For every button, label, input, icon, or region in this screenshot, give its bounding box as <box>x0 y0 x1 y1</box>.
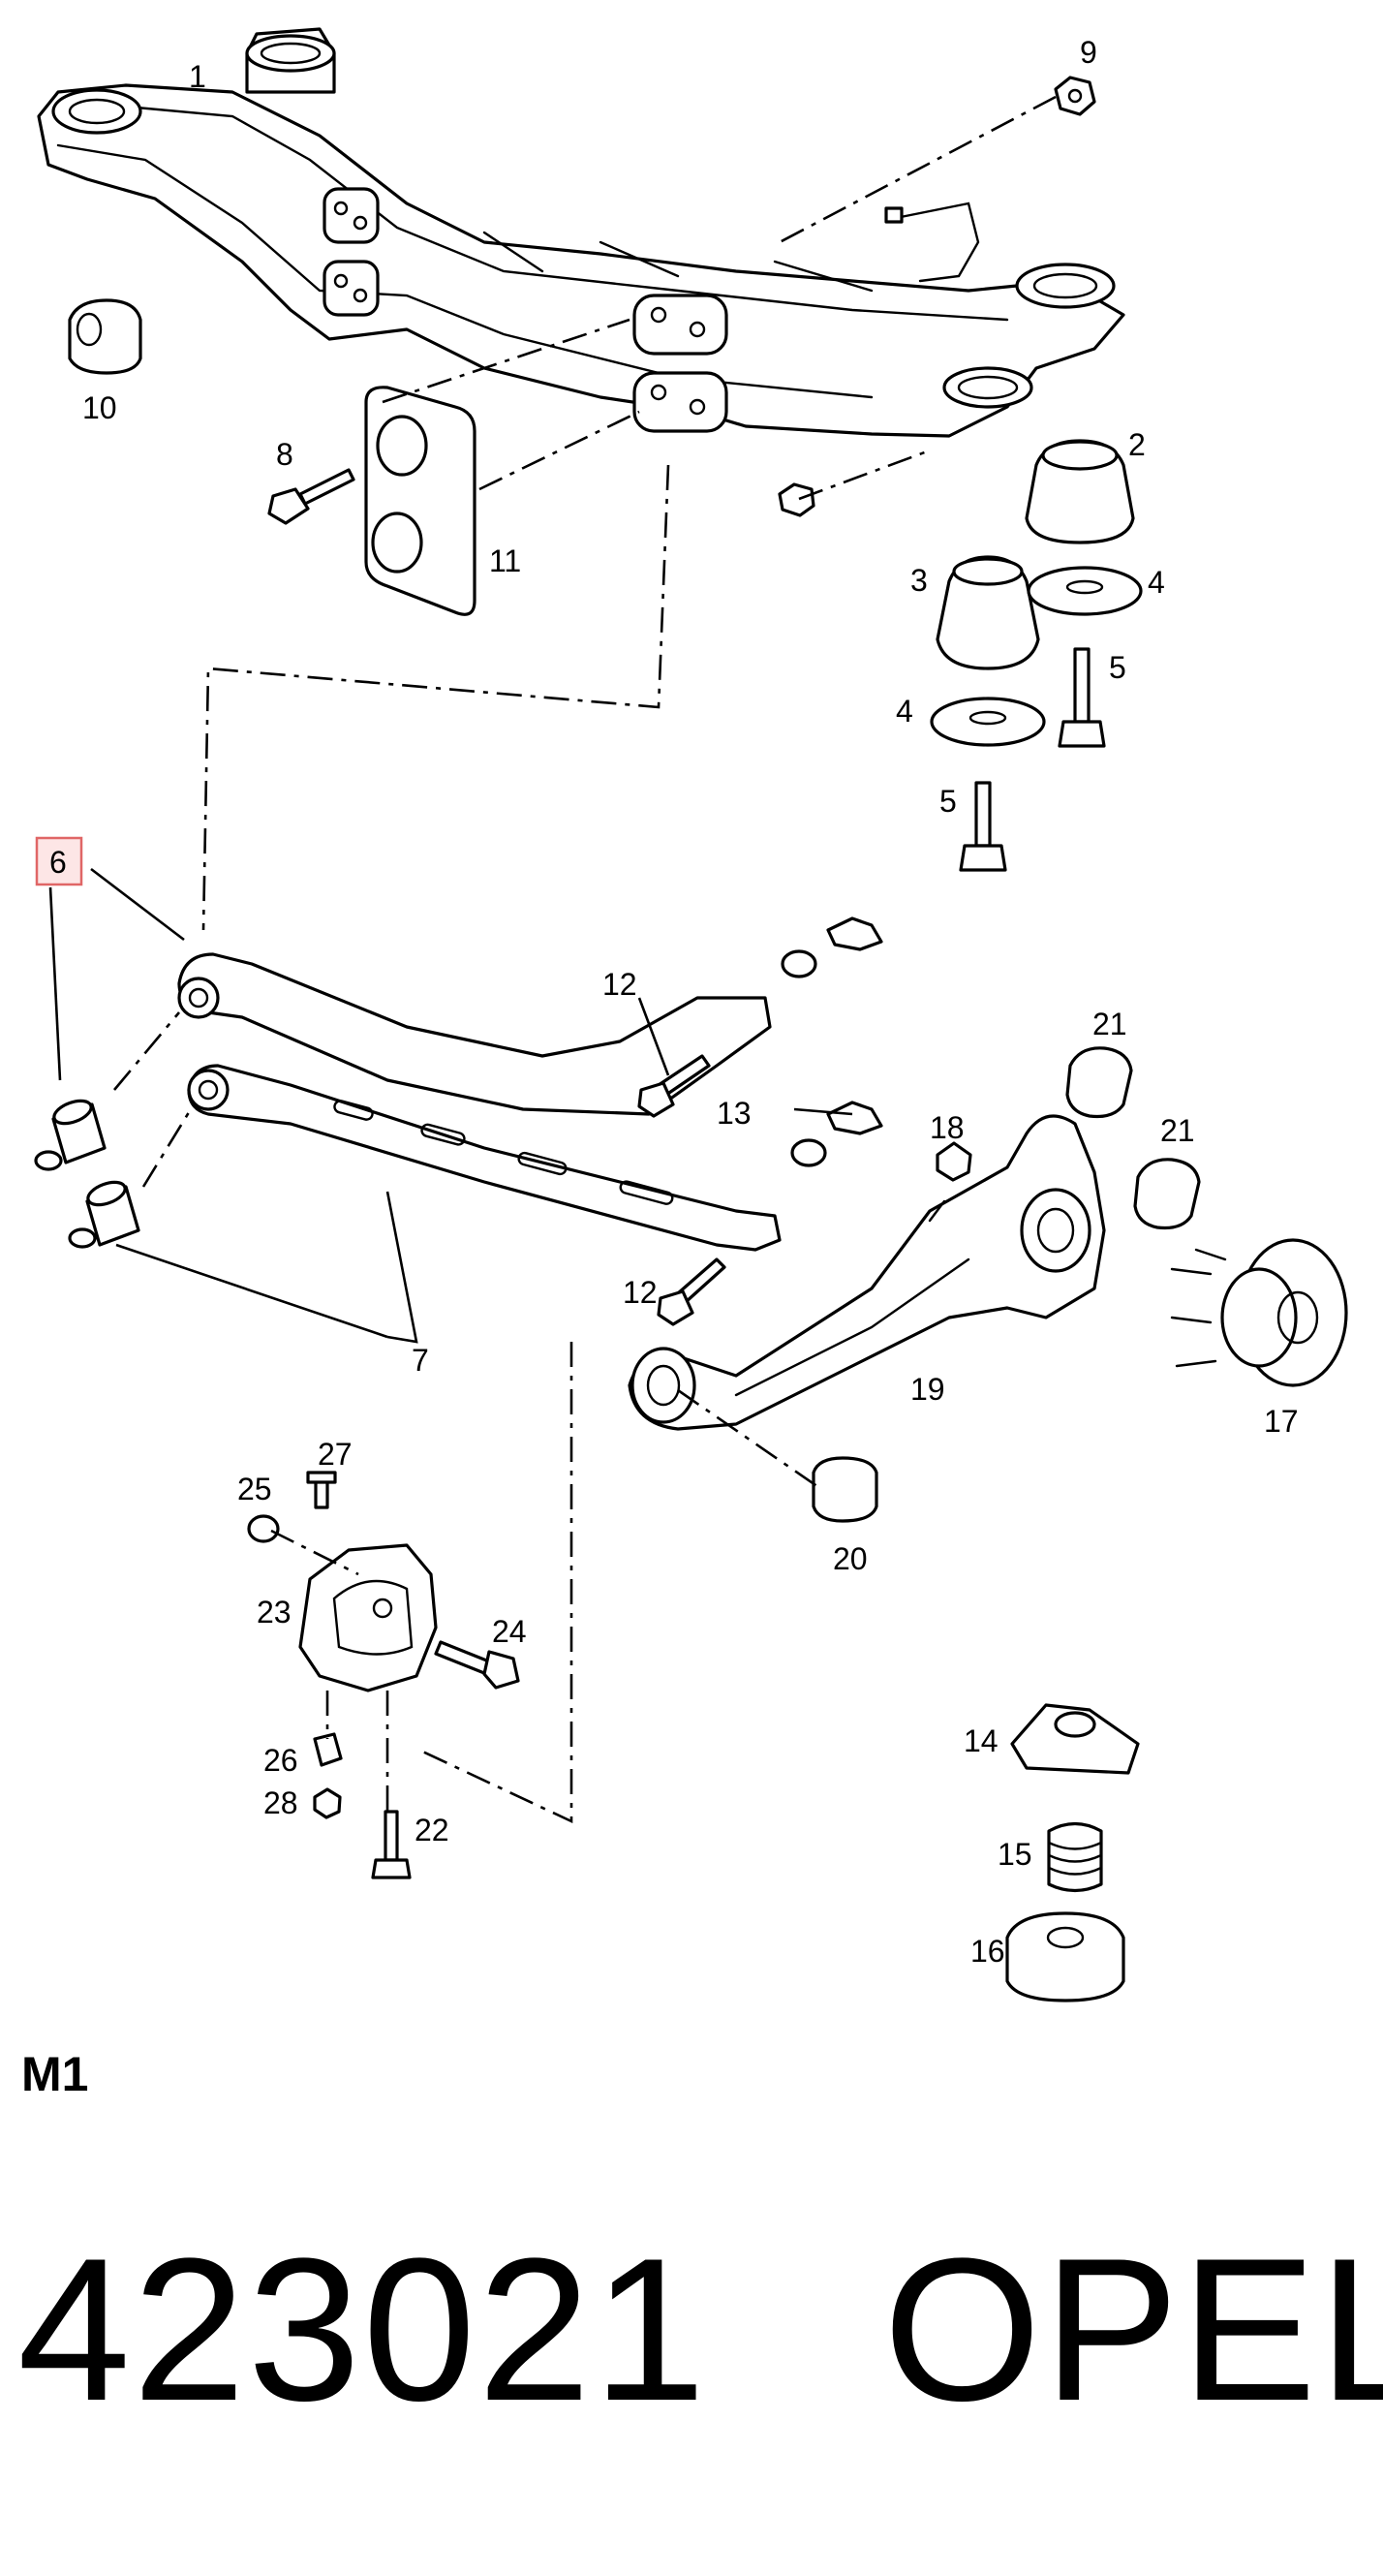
part-17-wheel-hub <box>1170 1238 1348 1387</box>
callout-14: 14 <box>964 1723 999 1758</box>
callout-6: 6 <box>49 845 67 880</box>
part-27-bolt <box>306 1471 337 1509</box>
callout-12-lower: 12 <box>623 1275 658 1310</box>
part-6-bushing-a <box>34 1099 107 1171</box>
part-4-washer-lower <box>930 697 1046 747</box>
callout-labels: 1 2 3 4 4 5 5 6 7 8 9 10 11 12 12 13 14 … <box>35 35 1299 1969</box>
callout-2: 2 <box>1128 427 1146 462</box>
leader-lines <box>48 867 853 1344</box>
part-18-bushing <box>936 1141 972 1182</box>
part-14-spring-seat <box>1010 1703 1140 1775</box>
section-label: M1 <box>21 2047 89 2101</box>
callout-16: 16 <box>970 1934 1005 1969</box>
part-13-clips <box>781 916 883 1167</box>
part-9-nut <box>1054 76 1096 116</box>
part-26-clip <box>313 1732 343 1767</box>
callout-10: 10 <box>82 390 117 425</box>
caption: 423021 OPEL <box>17 2228 1383 2432</box>
callout-26: 26 <box>263 1743 298 1778</box>
callout-18: 18 <box>930 1110 965 1145</box>
part-21-bushing-b <box>1133 1158 1201 1230</box>
callout-4-upper: 4 <box>1148 565 1165 600</box>
callout-25: 25 <box>237 1472 272 1506</box>
part-6-link-upper <box>177 952 772 1116</box>
callout-15: 15 <box>998 1837 1032 1872</box>
part-12-bolt-lower <box>657 1257 726 1326</box>
callout-28: 28 <box>263 1785 298 1820</box>
callout-12-upper: 12 <box>602 967 637 1002</box>
exploded-parts-diagram: 1 2 3 4 4 5 5 6 7 8 9 10 11 12 12 13 14 … <box>34 27 1348 2002</box>
callout-11: 11 <box>489 543 521 578</box>
callout-3: 3 <box>910 563 928 598</box>
part-4-washer-upper <box>1027 566 1143 616</box>
callout-22: 22 <box>415 1813 449 1847</box>
part-5-bolt-upper <box>1058 647 1106 748</box>
part-8-bolt <box>267 468 355 525</box>
part-12-bolt-upper <box>637 1054 711 1118</box>
callout-4-lower: 4 <box>896 694 913 729</box>
part-1-subframe <box>37 27 1125 438</box>
callout-1: 1 <box>189 59 206 94</box>
part-3-bushing <box>936 555 1040 670</box>
part-19-trailing-arm <box>628 1114 1106 1431</box>
part-21-bushing-a <box>1065 1046 1133 1119</box>
assembly-lines <box>113 95 1057 1824</box>
callout-20: 20 <box>833 1541 868 1576</box>
callout-5-lower: 5 <box>939 784 957 819</box>
part-22-bolt <box>371 1810 412 1879</box>
brand-name: OPEL <box>882 2216 1383 2443</box>
part-10-bushing <box>68 298 142 375</box>
callout-24: 24 <box>492 1614 527 1649</box>
subframe-nut <box>778 482 815 517</box>
callout-17: 17 <box>1264 1404 1299 1439</box>
callout-7: 7 <box>412 1343 429 1378</box>
part-11-mount-plate <box>364 386 476 616</box>
callout-19: 19 <box>910 1372 945 1407</box>
part-15-spring-insert <box>1047 1821 1103 1893</box>
part-16-spring-pad <box>1005 1911 1125 2002</box>
callout-5-upper: 5 <box>1109 650 1126 685</box>
part-23-bracket <box>298 1543 438 1692</box>
callout-13: 13 <box>717 1096 752 1131</box>
part-24-bolt <box>434 1640 520 1690</box>
callout-6-highlight <box>35 836 83 886</box>
part-2-bushing <box>1025 439 1135 544</box>
caption-gap <box>708 2216 883 2443</box>
part-20-bushing <box>812 1456 878 1523</box>
callout-27: 27 <box>318 1437 353 1472</box>
part-25-nut <box>247 1514 280 1543</box>
part-number: 423021 <box>17 2216 708 2443</box>
callout-23: 23 <box>257 1595 292 1629</box>
callout-21-b: 21 <box>1160 1113 1195 1148</box>
callout-21-a: 21 <box>1092 1007 1127 1041</box>
callout-8: 8 <box>276 437 293 472</box>
part-28-nut <box>313 1787 342 1819</box>
callout-9: 9 <box>1080 35 1097 70</box>
part-5-bolt-lower <box>959 781 1007 872</box>
part-6-bushing-b <box>68 1180 140 1249</box>
